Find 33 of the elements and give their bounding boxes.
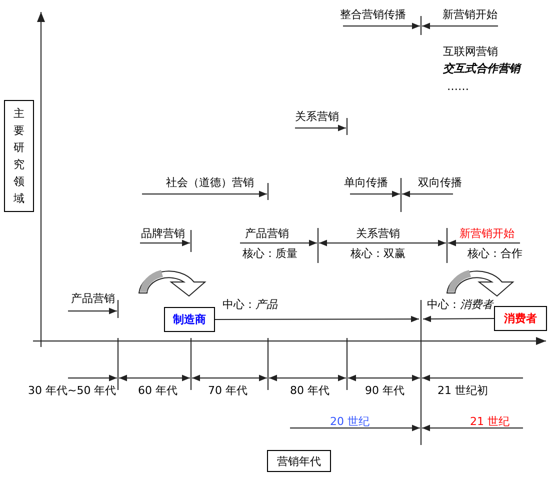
text-label: 新营销开始: [442, 8, 498, 21]
manufacturer-box: 制造商: [164, 307, 215, 332]
text-label: 核心：双赢: [350, 247, 406, 260]
text-label: 社会（道德）营销: [166, 176, 254, 189]
edge-label: 中心：产品: [222, 298, 278, 311]
arrow: [422, 316, 494, 322]
text-label: 交互式合作营销: [443, 62, 520, 75]
text-label: 核心：质量: [242, 247, 298, 260]
consumer-box: 消费者: [494, 306, 547, 331]
text-label: 产品营销: [245, 227, 289, 240]
axis-title-box: 营销年代: [267, 450, 331, 472]
text-label: 单向传播: [344, 176, 388, 189]
arrow: [214, 316, 420, 322]
text-label: 互联网营销: [443, 45, 498, 58]
text-label: 30 年代~50 年代: [28, 384, 116, 397]
text-label: 新营销开始: [460, 227, 514, 240]
text-label: 核心：合作: [468, 247, 522, 260]
text-label: 20 世纪: [330, 415, 370, 428]
text-label: 21 世纪初: [438, 384, 488, 397]
text-label: 产品营销: [71, 292, 115, 305]
text-label: 品牌营销: [141, 227, 185, 240]
axis-title-box: 主要研究领域: [4, 100, 34, 212]
text-label: ……: [447, 80, 469, 93]
text-label: 关系营销: [356, 227, 400, 240]
text-label: 21 世纪: [470, 415, 510, 428]
text-label: 双向传播: [418, 176, 462, 189]
text-label: 90 年代: [365, 384, 404, 397]
text-label: 80 年代: [290, 384, 330, 397]
text-label: 整合营销传播: [340, 8, 406, 21]
text-label: 60 年代: [138, 384, 178, 397]
text-label: 关系营销: [295, 110, 339, 123]
text-label: 70 年代: [208, 384, 248, 397]
edge-label: 中心：消费者: [427, 298, 493, 311]
